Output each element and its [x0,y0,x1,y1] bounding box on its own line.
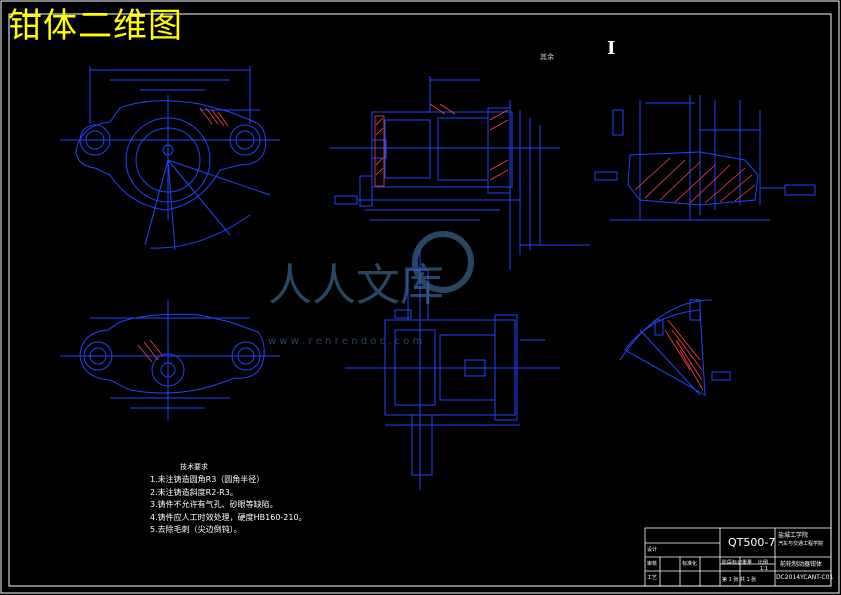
inner-border [8,13,832,587]
roughness-label: 其余 [540,53,554,61]
note-item: 3.铸件不允许有气孔、砂眼等缺陷。 [150,500,278,509]
overlay-title: 钳体二维图 [8,6,183,46]
view-detail-top-right-hatch [634,157,756,204]
note-item: 2.未注铸造斜度R2-R3。 [150,487,238,497]
view-section-top [330,76,590,270]
title-block [644,527,832,587]
sheet-info: 第 1 张 共 1 张 [722,577,757,583]
process-label: 工艺 [647,575,658,581]
check-label: 审核 [647,561,658,567]
scale-label: 比例 [758,560,769,566]
note-item: 5.去除毛刺（尖边倒钝）。 [150,525,242,534]
part-name: 前轮制动器钳体 [780,561,823,568]
notes-heading: 技术要求 [180,463,208,471]
view-detail-bottom-right [619,299,731,396]
note-item: 4.铸件应人工时效处理，硬度HB160-210。 [150,512,307,522]
view-side-bottom [345,250,560,490]
watermark-url: w w w . r e n r e n d o c . c o m [268,336,422,347]
watermark-text: 人人文库 [268,260,444,311]
stage-label: 阶段标记 [722,560,743,566]
sheet-mark: I [607,38,616,59]
view-front-top [60,66,280,251]
school-line1: 盐城工学院 [778,532,809,539]
standard-label: 标准化 [682,561,698,567]
drawing-number: DC2014YCANT-C01 [776,574,834,581]
school-line2: 汽车与交通工程学院 [778,541,824,547]
view-detail-bottom-right-hatch [664,319,704,391]
view-front-bottom-hatch [137,339,163,363]
material-text: QT500-7 [728,536,776,549]
view-front-bottom [60,300,280,420]
view-section-top-hatch [374,103,509,187]
watermark: 人人文库 w w w . r e n r e n d o c . c o m [268,231,474,347]
note-item: 1.未注铸造圆角R3（圆角半径） [150,475,265,484]
view-front-top-hatch [199,107,229,127]
weight-label: 重量 [742,560,753,566]
technical-requirements: 技术要求 1.未注铸造圆角R3（圆角半径） 2.未注铸造斜度R2-R3。 3.铸… [150,462,307,537]
designer-label: 设计 [647,547,658,553]
scale-value: 1:1 [760,566,769,572]
view-detail-top-right [594,95,816,221]
